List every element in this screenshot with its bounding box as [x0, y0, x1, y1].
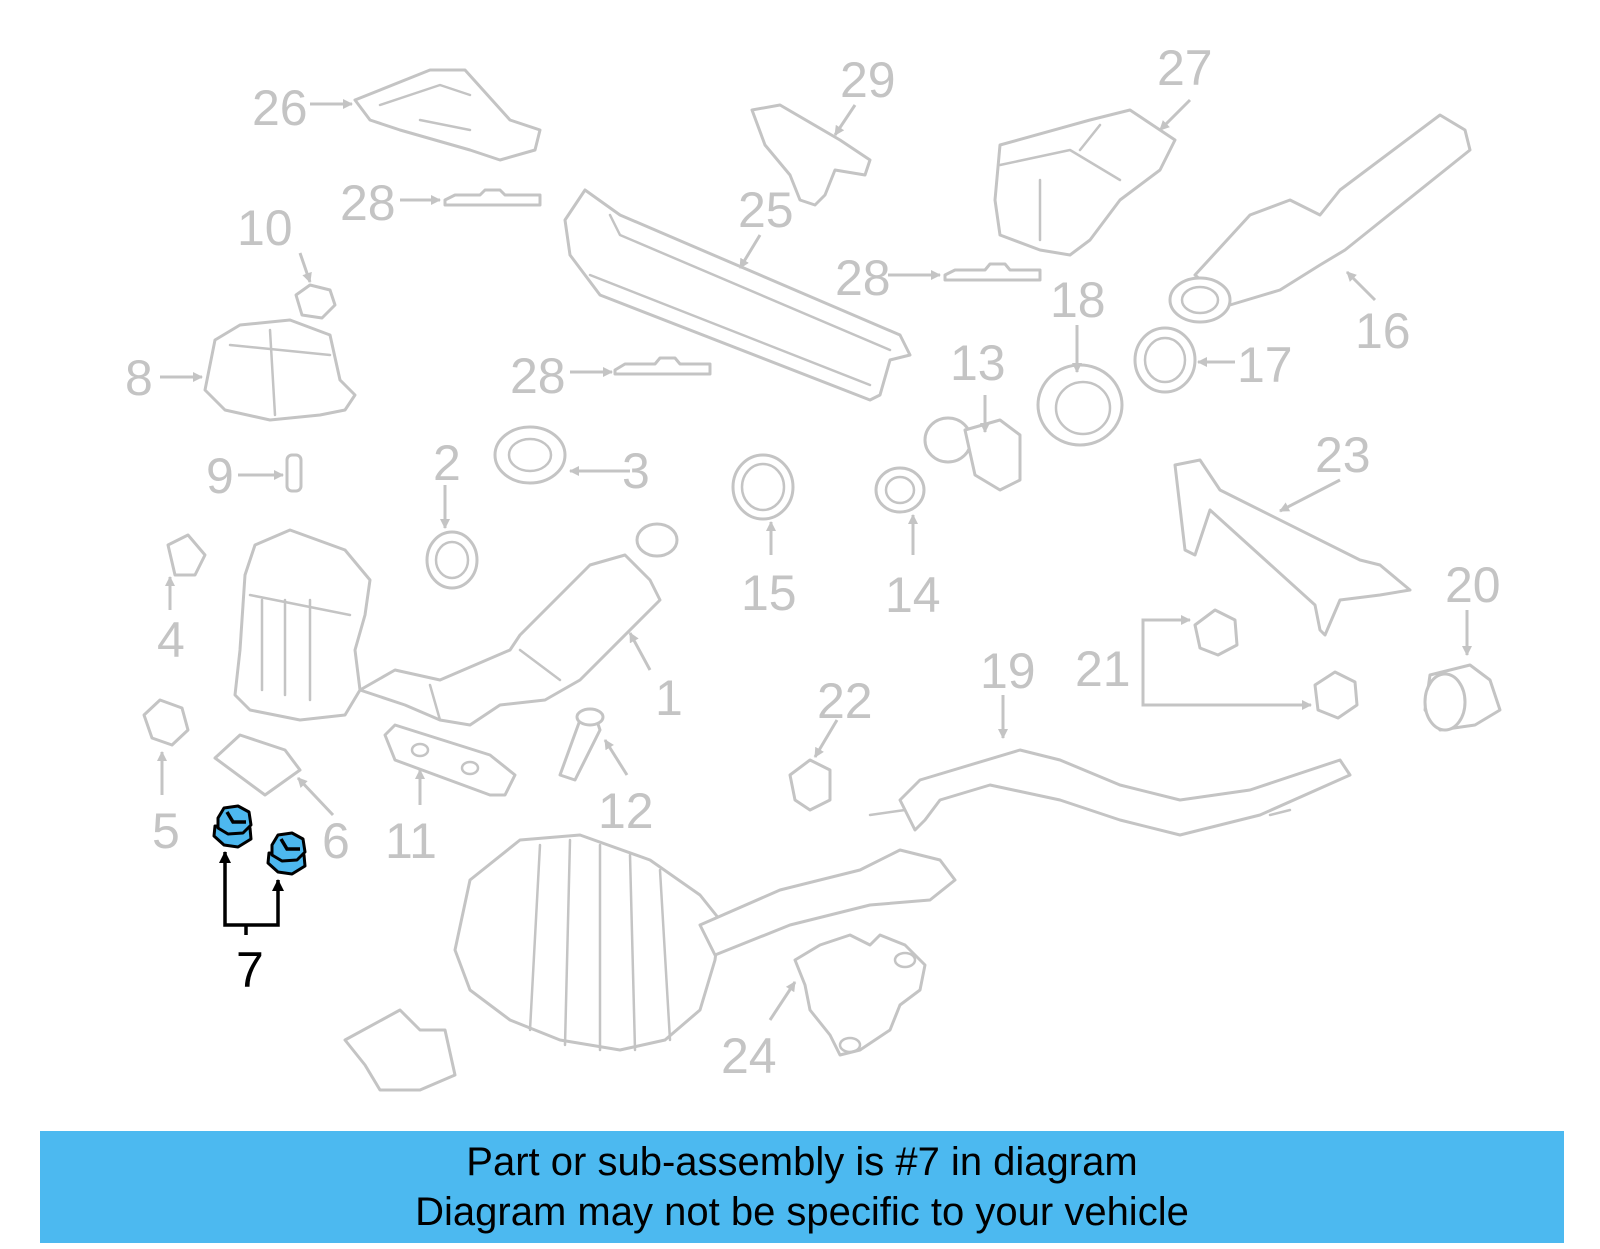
label-22: 22	[817, 673, 873, 729]
part-26-heat-shield	[353, 68, 542, 162]
part-28-strip-c	[613, 356, 712, 376]
part-22-isolator	[788, 758, 832, 812]
label-26: 26	[252, 80, 308, 136]
part-11-bracket	[383, 723, 517, 797]
label-28b: 28	[835, 250, 891, 306]
part-2-gasket	[425, 530, 479, 590]
label-28a: 28	[340, 175, 396, 231]
caption-line-2: Diagram may not be specific to your vehi…	[415, 1190, 1189, 1234]
part-28-strip-b	[943, 262, 1042, 282]
label-21: 21	[1075, 641, 1131, 697]
part-5-nut	[142, 698, 190, 747]
label-25: 25	[738, 182, 794, 238]
part-4-clip	[166, 533, 207, 577]
part-21-isolator-a	[1193, 608, 1239, 657]
part-3-flange	[493, 425, 567, 485]
part-7-flange-nut-left[interactable]	[212, 804, 253, 849]
callout-labels: 1 2 3 4 5 6 7 8 9 10 11 12 13 14 15 16 1…	[125, 40, 1501, 1084]
part-15-gasket	[731, 453, 795, 521]
part-27-heat-shield	[993, 108, 1177, 257]
label-12: 12	[598, 783, 654, 839]
part-25-crossmember	[563, 188, 912, 402]
part-7-flange-nut-right[interactable]	[266, 831, 307, 876]
part-17-gasket	[1133, 326, 1197, 394]
label-16: 16	[1355, 303, 1411, 359]
label-9: 9	[206, 448, 234, 504]
part-14-ring	[874, 466, 926, 514]
leader-lines	[157, 98, 1472, 1021]
label-17: 17	[1237, 337, 1293, 393]
label-5: 5	[152, 803, 180, 859]
label-19: 19	[980, 643, 1036, 699]
label-29: 29	[840, 52, 896, 108]
caption-line-1: Part or sub-assembly is #7 in diagram	[466, 1140, 1138, 1184]
part-23-bracket	[1173, 458, 1412, 637]
label-8: 8	[125, 350, 153, 406]
label-15: 15	[741, 565, 797, 621]
label-7: 7	[236, 942, 264, 998]
label-28c: 28	[510, 348, 566, 404]
part-1-particulate-filter	[358, 522, 679, 727]
label-24: 24	[721, 1028, 777, 1084]
part-28-strip-a	[443, 188, 542, 207]
label-20: 20	[1445, 557, 1501, 613]
label-3: 3	[622, 443, 650, 499]
part-18-flange	[1036, 363, 1124, 447]
part-13-clamp	[923, 416, 1022, 492]
part-10-nut	[294, 283, 337, 320]
part-12-bolt	[558, 707, 605, 782]
part-16-front-pipe	[1168, 113, 1472, 324]
label-13: 13	[950, 335, 1006, 391]
label-2: 2	[433, 435, 461, 491]
part-8-heat-shield	[203, 318, 357, 422]
part-20-clamp	[1423, 663, 1502, 732]
label-10: 10	[237, 200, 293, 256]
part-19-tail-pipe	[868, 748, 1352, 837]
part-24-hanger-bracket	[793, 933, 927, 1057]
part-29-bracket	[750, 103, 872, 207]
label-11: 11	[385, 813, 437, 869]
label-23: 23	[1315, 427, 1371, 483]
label-1: 1	[655, 670, 683, 726]
part-9-pin	[285, 453, 303, 493]
part-7-leader	[219, 851, 284, 935]
part-21-isolator-b	[1313, 670, 1359, 720]
label-18: 18	[1050, 272, 1106, 328]
label-4: 4	[157, 612, 185, 668]
caption-banner: Part or sub-assembly is #7 in diagram Di…	[40, 1131, 1564, 1243]
part-6-gasket	[213, 733, 302, 797]
part-catalytic-converter	[233, 528, 372, 722]
label-27: 27	[1157, 40, 1213, 96]
part-rear-muffler	[343, 833, 957, 1092]
label-6: 6	[322, 813, 350, 869]
label-14: 14	[885, 567, 941, 623]
